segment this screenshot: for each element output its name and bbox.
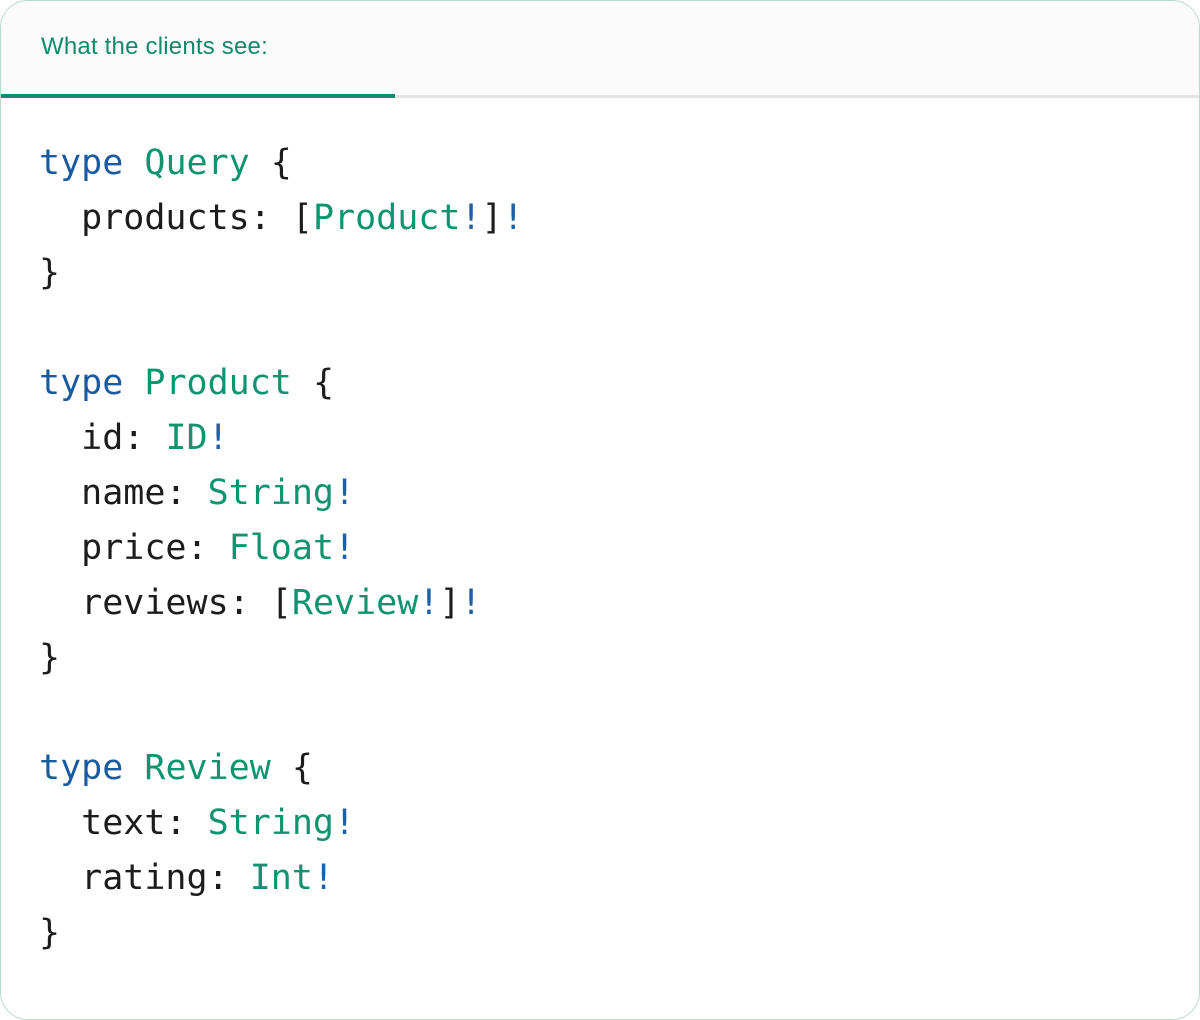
- token-non-null-bang: !: [460, 198, 482, 238]
- token-plain: price:: [39, 528, 229, 568]
- token-type-name: Query: [144, 143, 250, 183]
- token-plain: [123, 363, 144, 403]
- tab-bar-divider: [1, 95, 1199, 98]
- tab-what-clients-see[interactable]: What the clients see:: [41, 32, 268, 60]
- token-plain: }: [39, 913, 61, 953]
- token-type-name: Review: [144, 748, 271, 788]
- token-plain: {: [291, 363, 335, 403]
- code-line: price: Float!: [39, 521, 1179, 576]
- token-keyword: type: [39, 363, 124, 403]
- token-type-name: Product: [144, 363, 292, 403]
- token-plain: [123, 143, 144, 183]
- token-type-name: Review: [291, 583, 419, 623]
- token-non-null-bang: !: [207, 418, 229, 458]
- token-type-name: Product: [312, 198, 461, 238]
- token-type-name: String: [207, 803, 335, 843]
- code-line: type Review {: [39, 741, 1179, 796]
- code-line: [39, 301, 1179, 356]
- token-keyword: type: [39, 143, 124, 183]
- code-line: [39, 686, 1179, 741]
- code-line: id: ID!: [39, 411, 1179, 466]
- token-keyword: type: [39, 748, 124, 788]
- token-plain: ]: [481, 198, 503, 238]
- token-plain: reviews: [: [39, 583, 292, 623]
- token-non-null-bang: !: [334, 528, 356, 568]
- token-plain: [123, 748, 144, 788]
- code-line: }: [39, 246, 1179, 301]
- token-plain: products: [: [39, 198, 313, 238]
- code-line: rating: Int!: [39, 851, 1179, 906]
- code-line: }: [39, 906, 1179, 961]
- graphql-schema-code: type Query { products: [Product!]!} type…: [1, 98, 1199, 961]
- token-plain: }: [39, 638, 61, 678]
- token-non-null-bang: !: [312, 858, 335, 898]
- token-non-null-bang: !: [418, 583, 440, 623]
- token-plain: rating:: [39, 858, 250, 898]
- token-plain: name:: [39, 473, 208, 513]
- token-type-name: String: [207, 473, 335, 513]
- token-non-null-bang: !: [334, 473, 356, 513]
- token-type-name: ID: [165, 418, 208, 458]
- token-non-null-bang: !: [334, 803, 356, 843]
- token-plain: id:: [39, 418, 166, 458]
- code-line: }: [39, 631, 1179, 686]
- active-tab-underline: [1, 94, 395, 98]
- token-plain: {: [270, 748, 313, 788]
- token-plain: text:: [39, 803, 208, 843]
- token-plain: {: [249, 143, 292, 183]
- tab-bar: What the clients see:: [1, 1, 1199, 98]
- code-line: type Query {: [39, 136, 1179, 191]
- code-line: reviews: [Review!]!: [39, 576, 1179, 631]
- code-line: name: String!: [39, 466, 1179, 521]
- token-type-name: Int: [249, 858, 313, 898]
- token-plain: }: [39, 253, 61, 293]
- token-non-null-bang: !: [460, 583, 482, 623]
- token-plain: ]: [439, 583, 461, 623]
- token-type-name: Float: [228, 528, 335, 568]
- code-line: text: String!: [39, 796, 1179, 851]
- code-line: products: [Product!]!: [39, 191, 1179, 246]
- token-non-null-bang: !: [502, 198, 524, 238]
- code-line: type Product {: [39, 356, 1179, 411]
